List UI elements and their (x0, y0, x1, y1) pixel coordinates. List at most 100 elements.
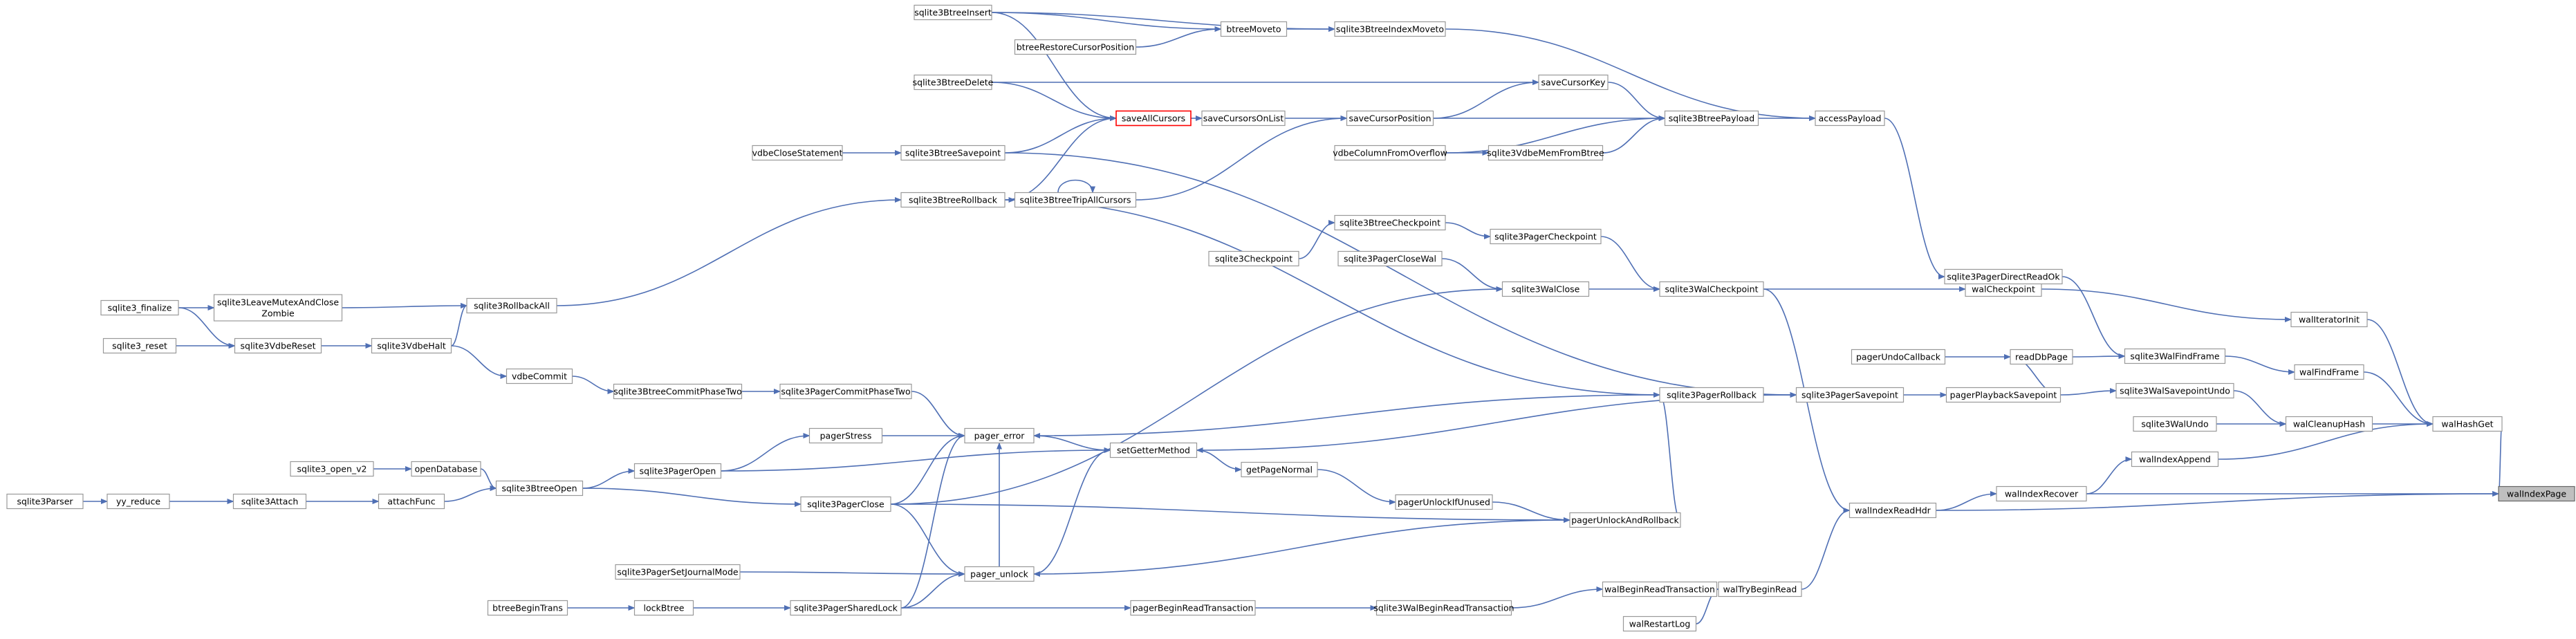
node-box (1488, 145, 1604, 161)
node-sqlite3WalClose[interactable]: sqlite3WalClose (1501, 281, 1590, 297)
node-sqlite3BtreeCheckpoint[interactable]: sqlite3BtreeCheckpoint (1334, 214, 1446, 231)
node-pagerUnlockIfUnused[interactable]: pagerUnlockIfUnused (1395, 494, 1493, 510)
node-label: sqlite3WalSavepointUndo (2120, 386, 2230, 396)
node-walIndexAppend[interactable]: walIndexAppend (2131, 451, 2219, 467)
node-sqlite3Checkpoint[interactable]: sqlite3Checkpoint (1208, 250, 1299, 267)
edge-sqlite3BtreeInsert-to-saveAllCursors (991, 12, 1117, 121)
node-walCheckpoint[interactable]: walCheckpoint (1965, 281, 2042, 297)
node-sqlite3PagerOpen[interactable]: sqlite3PagerOpen (633, 463, 722, 479)
node-walRestartLog[interactable]: walRestartLog (1622, 615, 1697, 632)
node-saveAllCursors[interactable]: saveAllCursors (1115, 110, 1192, 127)
edge-sqlite3PagerSetJournalMode-to-pager_unlock (739, 571, 965, 577)
node-sqlite3BtreeIndexMoveto[interactable]: sqlite3BtreeIndexMoveto (1334, 21, 1446, 37)
node-saveCursorPosition[interactable]: saveCursorPosition (1346, 110, 1434, 127)
node-pagerStress[interactable]: pagerStress (808, 427, 883, 444)
node-label: yy_reduce (116, 497, 160, 507)
node-sqlite3WalCheckpoint[interactable]: sqlite3WalCheckpoint (1659, 281, 1764, 297)
node-label: getPageNormal (1246, 465, 1313, 475)
node-label: sqlite3BtreeInsert (914, 8, 992, 18)
node-btreeMoveto[interactable]: btreeMoveto (1220, 21, 1288, 37)
node-sqlite3BtreeOpen[interactable]: sqlite3BtreeOpen (495, 480, 584, 497)
node-sqlite3VdbeReset[interactable]: sqlite3VdbeReset (234, 337, 322, 354)
node-walIndexRecover[interactable]: walIndexRecover (1996, 485, 2087, 502)
node-sqlite3WalBeginReadTransaction[interactable]: sqlite3WalBeginReadTransaction (1373, 600, 1514, 616)
node-sqlite3Parser[interactable]: sqlite3Parser (6, 493, 84, 510)
node-sqlite3PagerClose[interactable]: sqlite3PagerClose (800, 496, 891, 512)
node-walBeginReadTransaction[interactable]: walBeginReadTransaction (1602, 581, 1718, 598)
node-sqlite3VdbeHalt[interactable]: sqlite3VdbeHalt (371, 337, 452, 354)
node-accessPayload[interactable]: accessPayload (1815, 110, 1885, 127)
node-pagerPlaybackSavepoint[interactable]: pagerPlaybackSavepoint (1945, 387, 2061, 403)
node-walTryBeginRead[interactable]: walTryBeginRead (1718, 581, 1802, 598)
edge-pager_unlock-to-setGetterMethod (1033, 447, 1111, 575)
node-sqlite3BtreeDelete[interactable]: sqlite3BtreeDelete (913, 74, 994, 91)
node-pagerBeginReadTransaction[interactable]: pagerBeginReadTransaction (1130, 600, 1256, 616)
node-pagerUnlockAndRollback[interactable]: pagerUnlockAndRollback (1569, 512, 1681, 528)
node-sqlite3BtreeCommitPhaseTwo[interactable]: sqlite3BtreeCommitPhaseTwo (613, 383, 743, 400)
node-box (1014, 39, 1137, 55)
node-label: sqlite3PagerSharedLock (794, 603, 898, 613)
node-sqlite3PagerSavepoint[interactable]: sqlite3PagerSavepoint (1795, 387, 1905, 403)
edge-walFindFrame-to-walHashGet (2363, 371, 2434, 427)
node-sqlite3Attach[interactable]: sqlite3Attach (232, 493, 307, 510)
node-readDbPage[interactable]: readDbPage (2010, 349, 2073, 365)
node-box (2115, 382, 2234, 399)
node-sqlite3_finalize[interactable]: sqlite3_finalize (100, 299, 179, 316)
node-sqlite3WalUndo[interactable]: sqlite3WalUndo (2133, 416, 2217, 432)
node-pager_unlock[interactable]: pager_unlock (964, 566, 1035, 582)
node-box (213, 294, 343, 322)
node-sqlite3BtreeRollback[interactable]: sqlite3BtreeRollback (900, 192, 1006, 208)
node-sqlite3PagerCommitPhaseTwo[interactable]: sqlite3PagerCommitPhaseTwo (779, 383, 912, 400)
edge-pagerUnlockIfUnused-to-pagerUnlockAndRollback (1492, 501, 1570, 523)
node-sqlite3PagerCloseWal[interactable]: sqlite3PagerCloseWal (1337, 250, 1443, 267)
node-sqlite3BtreePayload[interactable]: sqlite3BtreePayload (1664, 110, 1759, 127)
node-sqlite3RollbackAll[interactable]: sqlite3RollbackAll (466, 297, 557, 314)
node-box (964, 427, 1035, 444)
node-box (2290, 311, 2368, 328)
node-saveCursorKey[interactable]: saveCursorKey (1538, 74, 1609, 91)
node-sqlite3PagerSharedLock[interactable]: sqlite3PagerSharedLock (790, 600, 902, 616)
node-sqlite3BtreeSavepoint[interactable]: sqlite3BtreeSavepoint (900, 145, 1006, 161)
node-sqlite3BtreeTripAllCursors[interactable]: sqlite3BtreeTripAllCursors (1014, 192, 1137, 208)
node-sqlite3PagerSetJournalMode[interactable]: sqlite3PagerSetJournalMode (615, 564, 741, 580)
node-sqlite3_open_v2[interactable]: sqlite3_open_v2 (290, 461, 374, 477)
node-sqlite3VdbeMemFromBtree[interactable]: sqlite3VdbeMemFromBtree (1487, 145, 1604, 161)
node-sqlite3BtreeInsert[interactable]: sqlite3BtreeInsert (914, 4, 992, 21)
node-walIndexReadHdr[interactable]: walIndexReadHdr (1848, 502, 1937, 519)
node-yy_reduce[interactable]: yy_reduce (106, 493, 170, 510)
node-attachFunc[interactable]: attachFunc (378, 493, 445, 510)
node-label: sqlite3BtreeOpen (501, 483, 577, 494)
node-walIteratorInit[interactable]: walIteratorInit (2290, 311, 2368, 328)
node-vdbeCloseStatement[interactable]: vdbeCloseStatement (752, 145, 843, 161)
node-walIndexPage[interactable]: walIndexPage (2498, 485, 2575, 502)
edge-sqlite3BtreeSavepoint-to-saveAllCursors (1004, 115, 1117, 154)
node-vdbeColumnFromOverflow[interactable]: vdbeColumnFromOverflow (1333, 145, 1447, 161)
node-sqlite3WalSavepointUndo[interactable]: sqlite3WalSavepointUndo (2115, 382, 2234, 399)
node-lockBtree[interactable]: lockBtree (633, 600, 694, 616)
node-sqlite3PagerRollback[interactable]: sqlite3PagerRollback (1659, 387, 1764, 403)
node-pager_error[interactable]: pager_error (964, 427, 1035, 444)
node-sqlite3WalFindFrame[interactable]: sqlite3WalFindFrame (2124, 348, 2226, 364)
node-getPageNormal[interactable]: getPageNormal (1241, 461, 1318, 478)
node-label: sqlite3WalCheckpoint (1665, 284, 1759, 295)
node-walHashGet[interactable]: walHashGet (2432, 416, 2503, 432)
graph-nodes: sqlite3BtreeInsert btreeMoveto sqlite3Btre… (6, 4, 2575, 632)
node-btreeBeginTrans[interactable]: btreeBeginTrans (487, 600, 568, 616)
node-sqlite3_reset[interactable]: sqlite3_reset (102, 337, 177, 354)
node-sqlite3PagerDirectReadOk[interactable]: sqlite3PagerDirectReadOk (1944, 268, 2063, 285)
node-sqlite3PagerCheckpoint[interactable]: sqlite3PagerCheckpoint (1490, 228, 1602, 245)
node-pagerUndoCallback[interactable]: pagerUndoCallback (1851, 349, 1946, 365)
edge-sqlite3WalFindFrame-to-walFindFrame (2225, 355, 2295, 375)
node-label: sqlite3BtreeCheckpoint (1340, 218, 1440, 228)
node-setGetterMethod[interactable]: setGetterMethod (1109, 442, 1198, 459)
node-openDatabase[interactable]: openDatabase (411, 461, 481, 477)
node-vdbeCommit[interactable]: vdbeCommit (506, 368, 573, 385)
edge-sqlite3PagerSharedLock-to-pager_error (900, 433, 965, 609)
node-walFindFrame[interactable]: walFindFrame (2294, 364, 2364, 380)
node-walCleanupHash[interactable]: walCleanupHash (2285, 416, 2373, 432)
node-saveCursorsOnList[interactable]: saveCursorsOnList (1201, 110, 1286, 127)
node-label: sqlite3BtreeIndexMoveto (1336, 24, 1444, 35)
node-label: sqlite3PagerCommitPhaseTwo (781, 387, 910, 397)
node-btreeRestoreCursorPosition[interactable]: btreeRestoreCursorPosition (1014, 39, 1137, 55)
